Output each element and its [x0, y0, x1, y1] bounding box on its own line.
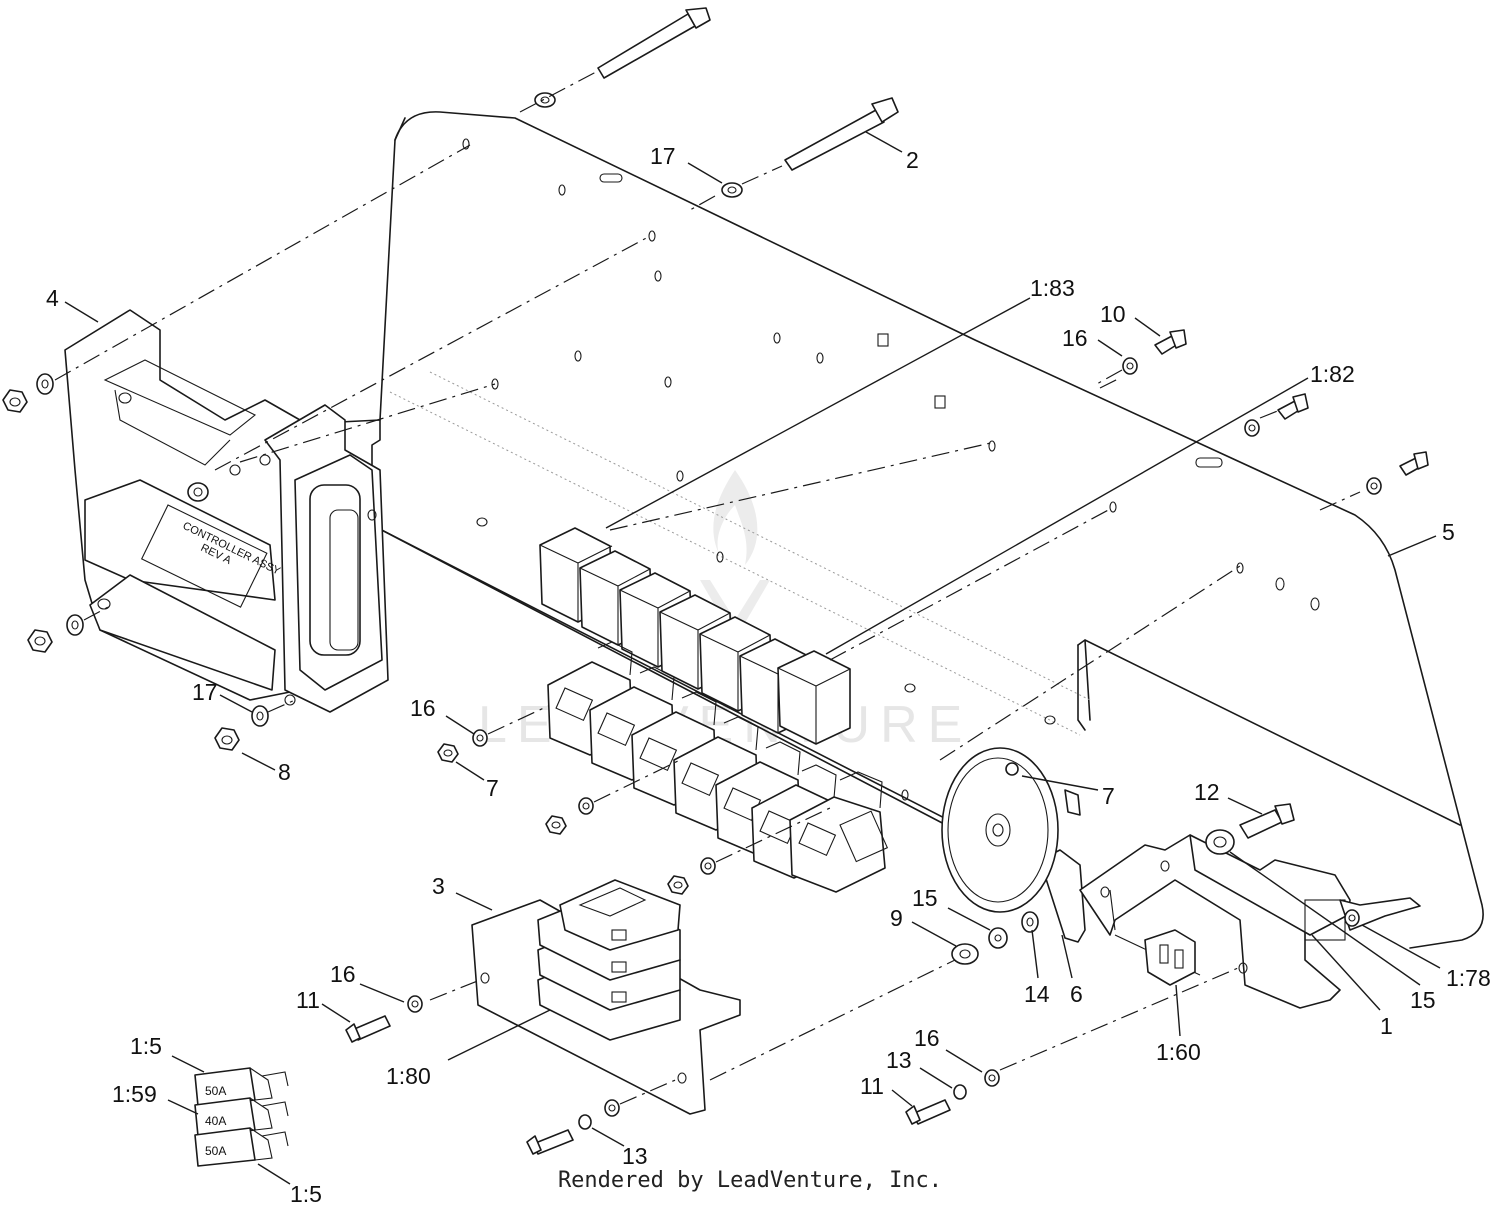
- callout-1-82: 1:82: [1310, 361, 1355, 387]
- plate-holes: [462, 138, 1320, 801]
- callout-1-59: 1:59: [112, 1081, 157, 1107]
- callout-8: 8: [278, 759, 291, 785]
- callout-1-83: 1:83: [1030, 275, 1075, 301]
- callout-12: 12: [1194, 779, 1220, 805]
- fuse: 50A: [194, 1127, 289, 1167]
- fuse-label: 50A: [205, 1084, 226, 1098]
- callout-13: 13: [886, 1047, 912, 1073]
- bolt-11-right: [905, 1069, 1000, 1125]
- alignment-lines: [429, 377, 1361, 1081]
- callout-13: 13: [622, 1143, 648, 1169]
- nuts-left: [2, 144, 651, 751]
- horn-bracket-hardware: [951, 911, 1039, 965]
- callout-1: 1: [1380, 1013, 1393, 1039]
- callout-1-60: 1:60: [1156, 1039, 1201, 1065]
- callout-11: 11: [860, 1073, 884, 1099]
- callout-16: 16: [330, 961, 356, 987]
- callout-7: 7: [486, 775, 499, 801]
- callout-10: 10: [1100, 301, 1126, 327]
- fuse: 40A: [194, 1097, 289, 1137]
- callout-16: 16: [914, 1025, 940, 1051]
- fuse-label: 40A: [205, 1114, 226, 1128]
- relay-row: [539, 527, 851, 745]
- bolt-2-upper: [519, 7, 711, 113]
- bolt-11-left: [345, 995, 423, 1043]
- callout-1-5: 1:5: [130, 1033, 162, 1059]
- callout-9: 9: [890, 905, 903, 931]
- relay-sockets: [547, 641, 889, 893]
- relay-socket: [789, 771, 889, 893]
- callout-2: 2: [906, 147, 919, 173]
- fuse: 50A: [194, 1067, 289, 1107]
- credit-text: Rendered by LeadVenture, Inc.: [557, 1168, 943, 1193]
- bolt-right-upper: [1244, 393, 1309, 437]
- bolt-right-lower: [1366, 451, 1429, 495]
- fuse-label: 50A: [205, 1144, 226, 1158]
- relay: [777, 650, 851, 745]
- callout-1-80: 1:80: [386, 1063, 431, 1089]
- callout-7: 7: [1102, 783, 1115, 809]
- callout-16: 16: [410, 695, 436, 721]
- callout-11: 11: [296, 987, 320, 1013]
- callout-14: 14: [1024, 981, 1050, 1007]
- bracket-1: [1079, 803, 1421, 1009]
- callout-17: 17: [192, 679, 218, 705]
- callout-17: 17: [650, 143, 676, 169]
- fuse-stack: 50A 40A 50A: [194, 1067, 289, 1167]
- callout-15: 15: [912, 885, 938, 911]
- callout-3: 3: [432, 873, 445, 899]
- nuts-relay: [437, 705, 831, 895]
- horn: [941, 747, 1086, 943]
- mounting-plate: [339, 111, 1484, 949]
- leader-lines: [64, 131, 1441, 1185]
- bolt-10: [1094, 329, 1187, 386]
- callout-numbers: 17 2 4 1:83 10 16 1:82 5 17 8 16 7 7 12 …: [46, 143, 1491, 1205]
- callout-5: 5: [1442, 519, 1455, 545]
- callout-6: 6: [1070, 981, 1083, 1007]
- callout-1-78: 1:78: [1446, 965, 1491, 991]
- callout-15: 15: [1410, 987, 1436, 1013]
- callout-4: 4: [46, 285, 59, 311]
- callout-1-5: 1:5: [290, 1181, 322, 1205]
- callout-16: 16: [1062, 325, 1088, 351]
- bolt-13-lower: [526, 1077, 681, 1155]
- controller-assembly: CONTROLLER ASSY REV A: [64, 309, 389, 713]
- bolt-2-lower: [689, 97, 899, 211]
- module-1-80: [537, 879, 681, 1041]
